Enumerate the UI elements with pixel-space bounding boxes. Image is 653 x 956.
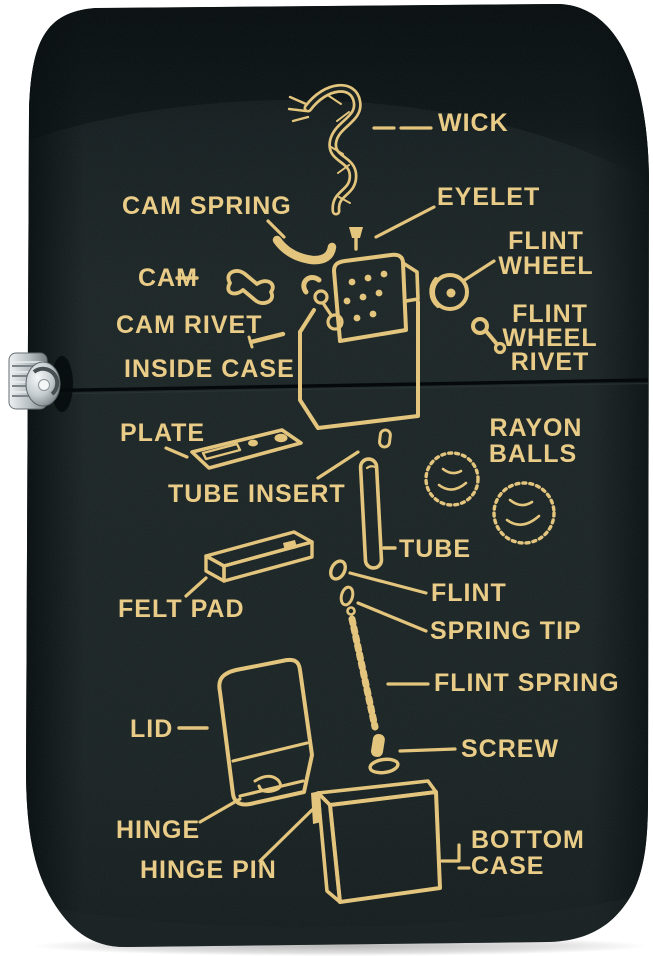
felt-pad-drawing: [204, 530, 314, 583]
spring-tip-leader: [356, 601, 428, 633]
label-cam-rivet: CAM RIVET: [116, 311, 263, 339]
label-flint-wheel-line1: FLINT: [508, 227, 584, 255]
rayon-balls-drawing: [424, 451, 556, 545]
label-tube: TUBE: [399, 535, 471, 563]
eyelet-drawing: [349, 227, 363, 251]
label-cam: CAM: [138, 264, 198, 292]
tube-insert-leader: [316, 450, 360, 480]
bottom-case-leader: [440, 843, 471, 870]
label-spring-tip: SPRING TIP: [430, 617, 582, 645]
plate-leader: [164, 446, 189, 459]
hinge-slot: [32, 366, 60, 396]
label-flint: FLINT: [431, 579, 507, 607]
label-flint-wheel-rivet-line1: FLINT: [512, 300, 588, 328]
hinge-leader: [198, 797, 242, 824]
cam-drawing: [226, 269, 275, 305]
eyelet-leader: [374, 205, 436, 239]
hinge-pin-head: [38, 379, 50, 391]
cam-rivet-drawing: [247, 331, 286, 349]
label-bottom-case-line1: BOTTOM: [471, 826, 585, 854]
label-tube-insert: TUBE INSERT: [168, 480, 346, 508]
felt-pad-leader: [184, 576, 208, 598]
wick-frayed-tip: [287, 95, 310, 123]
parts-diagram: WICK EYELET CAM SPRING CAM FLINT WHEEL C…: [116, 83, 620, 904]
hinge-knurl-highlights: [12, 361, 44, 393]
cam-spring-leader: [266, 219, 286, 239]
label-lid: LID: [130, 715, 173, 743]
flint-drawing: [329, 559, 347, 581]
label-wick: WICK: [438, 109, 509, 137]
bottom-case-hinge-tab: [311, 791, 322, 824]
tube-drawing: [358, 457, 384, 570]
label-screw: SCREW: [461, 735, 559, 763]
lid-seam-highlight: [26, 382, 649, 396]
label-hinge-pin: HINGE PIN: [140, 856, 277, 884]
flint-wheel-drawing: [429, 273, 469, 311]
plate-drawing: [190, 428, 303, 470]
flint-leader: [348, 571, 428, 595]
flint-wheel-leader: [461, 259, 496, 283]
screw-leader: [398, 747, 457, 753]
label-flint-wheel-rivet-line3: RIVET: [511, 348, 590, 376]
inside-case-cam-lever: [301, 275, 322, 295]
label-rayon-balls-line2: BALLS: [489, 440, 577, 468]
hinge-pin-leader: [258, 808, 314, 863]
flint-wheel-rivet-drawing: [471, 317, 507, 355]
bottom-sheen: [40, 896, 640, 948]
label-hinge: HINGE: [116, 816, 200, 844]
hinge-hardware: [8, 352, 73, 412]
lid-seam-line: [26, 378, 649, 393]
label-bottom-case-line2: CASE: [471, 852, 544, 880]
label-rayon-balls-line1: RAYON: [490, 414, 583, 442]
cam-spring-drawing: [272, 235, 337, 265]
tube-insert-drawing: [378, 428, 392, 449]
flint-spring-drawing: [348, 615, 379, 731]
label-eyelet: EYELET: [437, 183, 540, 211]
wick-twist-marks: [328, 95, 351, 204]
label-cam-spring: CAM SPRING: [122, 192, 292, 220]
spring-tip-drawing: [339, 585, 356, 616]
label-flint-wheel-rivet-line2: WHEEL: [502, 324, 597, 352]
label-plate: PLATE: [120, 419, 205, 447]
label-flint-spring: FLINT SPRING: [434, 669, 620, 697]
lid-drawing: [217, 657, 314, 807]
label-felt-pad: FELT PAD: [118, 595, 245, 623]
bottom-case-drawing: [311, 779, 442, 904]
wick-drawing: [287, 83, 362, 216]
inside-case-drawing: [298, 252, 420, 430]
label-inside-case: INSIDE CASE: [124, 355, 295, 383]
diagram-labels: WICK EYELET CAM SPRING CAM FLINT WHEEL C…: [116, 109, 620, 884]
label-flint-wheel-line2: WHEEL: [498, 252, 593, 280]
screw-drawing: [368, 733, 400, 775]
